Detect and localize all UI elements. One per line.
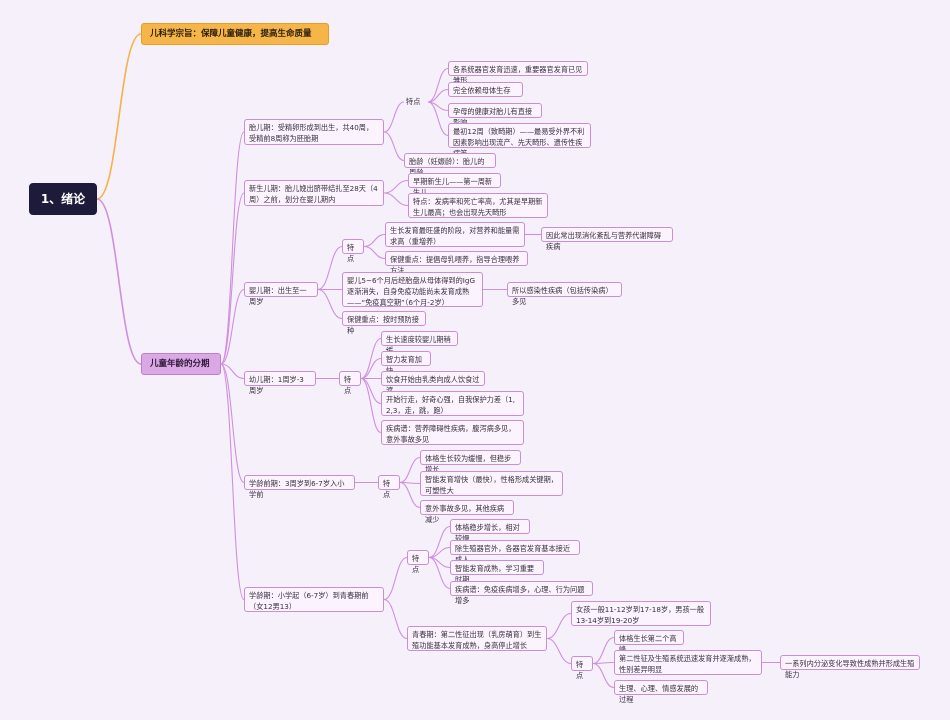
toddler-feature-5[interactable]: 疾病谱：营养障碍性疾病，腹泻病多见，意外事故多见 bbox=[381, 420, 524, 445]
school-feature-4[interactable]: 疾病谱：免疫疾病增多，心理、行为问题增多 bbox=[450, 581, 593, 605]
connector-fetal-feature-1 bbox=[427, 67, 449, 103]
connector-toddler-feature-2 bbox=[360, 357, 382, 380]
connector-infant-period bbox=[220, 288, 245, 365]
connector-preschool-feature-1 bbox=[399, 456, 421, 484]
branch-purpose[interactable]: 儿科学宗旨：保障儿童健康，提高生命质量 bbox=[141, 23, 329, 45]
preschool-feature-2[interactable]: 智能发育增快（最快），性格形成关键期，可塑性大 bbox=[420, 471, 563, 496]
preschool-feature-3[interactable]: 意外事故多见，其他疾病减少 bbox=[420, 500, 514, 524]
neonatal-early[interactable]: 早期新生儿——第一周新生儿 bbox=[408, 173, 501, 197]
neonatal-features[interactable]: 特点：发病率和死亡率高，尤其是早期新生儿最高；也会出现先天畸形 bbox=[408, 193, 548, 218]
connector-preschool-period bbox=[220, 363, 245, 484]
connector-neonatal-early bbox=[383, 179, 409, 194]
infant-features-label[interactable]: 特点 bbox=[342, 239, 364, 263]
connector-toddler-period bbox=[220, 363, 245, 380]
school-feature-2[interactable]: 除生殖器官外，各器官发育基本接近成人 bbox=[450, 540, 580, 564]
infant-feature-feeding[interactable]: 保健重点：提倡母乳喂养，指导合理喂养方法 bbox=[385, 251, 528, 275]
connector-infant-feature-growth bbox=[363, 233, 386, 248]
root-topic[interactable]: 1、绪论 bbox=[29, 183, 97, 215]
connector-infant-care bbox=[317, 288, 343, 320]
toddler-features-label[interactable]: 特点 bbox=[339, 371, 361, 395]
connector-puberty-feature-1 bbox=[592, 636, 615, 665]
connector-fetal-feature-4 bbox=[427, 101, 449, 137]
preschool-period[interactable]: 学龄前期：3周岁到6-7岁入小学前 bbox=[244, 475, 355, 499]
puberty-ages[interactable]: 女孩一般11-12岁到17-18岁，男孩一般13-14岁到19-20岁 bbox=[571, 601, 711, 626]
connector-toddler-feature-4 bbox=[360, 377, 382, 405]
puberty-feature-2[interactable]: 第二性征及生殖系统迅速发育并逐渐成熟，性别差异明显 bbox=[614, 650, 762, 675]
school-features-label[interactable]: 特点 bbox=[407, 550, 429, 574]
connector-fetal-features-label bbox=[383, 101, 405, 133]
branch-periods[interactable]: 儿童年龄的分期 bbox=[141, 353, 221, 375]
toddler-feature-2[interactable]: 智力发育加快 bbox=[381, 351, 431, 375]
puberty-feature-1[interactable]: 体格生长第二个高峰 bbox=[614, 630, 684, 654]
connector-infant-features-label bbox=[317, 245, 343, 291]
fetal-feature-1[interactable]: 各系统器官发育迅速，重要器官发育已见雏形 bbox=[448, 61, 588, 85]
neonatal-period[interactable]: 新生儿期：胎儿娩出脐带结扎至28天（4周）之前，划分在婴儿期内 bbox=[244, 180, 384, 206]
puberty-hormone-note[interactable]: 一系列内分泌变化导致性成熟并形成生殖能力 bbox=[780, 655, 920, 679]
connector-neonatal-features bbox=[383, 192, 409, 207]
infant-period[interactable]: 婴儿期：出生至一周岁 bbox=[244, 282, 318, 306]
school-period[interactable]: 学龄期：小学起（6-7岁）到青春期前（女12男13） bbox=[244, 587, 384, 612]
connector-preschool-feature-3 bbox=[399, 481, 421, 509]
fetal-feature-3[interactable]: 孕母的健康对胎儿有直接影响 bbox=[448, 103, 542, 127]
fetal-feature-4[interactable]: 最初12周（致畸期）——最易受外界不利因素影响出现流产、先天畸形、遗传性疾病等 bbox=[448, 123, 591, 158]
connector-school-features-label bbox=[383, 556, 408, 601]
infant-feature-growth[interactable]: 生长发育最旺盛的阶段，对营养和能量需求高（重増养） bbox=[385, 222, 525, 247]
connector-toddler-feature-5 bbox=[360, 377, 382, 434]
fetal-feature-2[interactable]: 完全依赖母体生存 bbox=[448, 82, 523, 97]
connector-puberty-feature-3 bbox=[592, 662, 615, 689]
infant-immunity-note[interactable]: 所以感染性疾病（包括传染病）多见 bbox=[507, 282, 622, 306]
fetal-features-label[interactable]: 特点 bbox=[406, 97, 421, 106]
school-feature-1[interactable]: 体格稳步增长，相对较慢 bbox=[450, 519, 530, 543]
connector-branch-periods bbox=[96, 198, 142, 365]
puberty-features-label[interactable]: 特点 bbox=[571, 656, 593, 680]
connector-school-feature-1 bbox=[428, 525, 451, 559]
connector-puberty-ages bbox=[546, 612, 572, 640]
connector-fetal-age bbox=[383, 131, 405, 162]
toddler-feature-4[interactable]: 开始行走，好奇心强，自我保护力差（1,2,3，走，跳，跑） bbox=[381, 391, 524, 416]
toddler-period[interactable]: 幼儿期：1周岁-3周岁 bbox=[244, 371, 316, 395]
connector-fetal-feature-2 bbox=[427, 88, 449, 103]
preschool-feature-1[interactable]: 体格生长较为缓慢，但稳步增长 bbox=[420, 450, 521, 474]
infant-immunity[interactable]: 婴儿5~6个月后经胎盘从母体得到的IgG逐渐消失，自身免疫功能尚未发育成熟——“… bbox=[342, 272, 483, 307]
connector-branch-purpose bbox=[96, 33, 142, 200]
puberty-period[interactable]: 青春期：第二性征出现（乳房萌育）到生殖功能基本发育成熟，身高停止增长 bbox=[407, 626, 547, 651]
connector-school-feature-4 bbox=[428, 556, 451, 590]
connector-infant-feature-feeding bbox=[363, 245, 386, 260]
fetal-age[interactable]: 胎龄（妊娠龄）：胎儿的周龄 bbox=[404, 153, 496, 177]
connector-school-period bbox=[220, 363, 245, 601]
connector-neonatal-period bbox=[220, 192, 245, 365]
infant-feature-growth-note[interactable]: 因此常出现消化紊乱与营养代谢障碍疾病 bbox=[541, 227, 673, 251]
infant-care[interactable]: 保健重点：按时预防接种 bbox=[342, 311, 426, 335]
toddler-feature-1[interactable]: 生长速度较婴儿期稍缓 bbox=[381, 331, 458, 355]
toddler-feature-3[interactable]: 饮食开始由乳类向成人饮食过渡 bbox=[381, 371, 485, 395]
puberty-feature-3[interactable]: 生理、心理、情感发展的过程 bbox=[614, 680, 708, 704]
fetal-period[interactable]: 胎儿期：受精卵形成到出生，共40周，受精前8周称为胚胎期 bbox=[244, 119, 384, 145]
preschool-features-label[interactable]: 特点 bbox=[378, 475, 400, 499]
connector-puberty-features-label bbox=[546, 637, 572, 665]
connector-toddler-feature-1 bbox=[360, 337, 382, 380]
school-feature-3[interactable]: 智能发育成熟，学习重要时期 bbox=[450, 560, 544, 584]
connector-fetal-period bbox=[220, 131, 245, 365]
connector-puberty-period bbox=[383, 598, 408, 640]
